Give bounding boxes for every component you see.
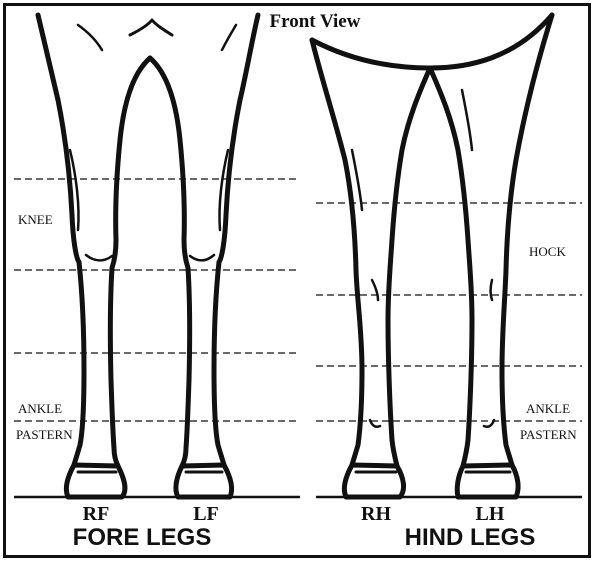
rf-knee-detail [86,255,112,260]
pastern-label-hind: PASTERN [520,427,577,442]
lh-label: LH [476,503,505,525]
lf-leg-outline-outer [214,15,258,465]
ankle-label-fore: ANKLE [18,401,62,416]
pastern-label-fore: PASTERN [16,427,73,442]
rh-hock-detail [372,280,378,300]
lh-leg-outline-inner [430,68,472,466]
knee-label: KNEE [18,212,53,227]
lf-hoof [176,465,232,497]
rh-hoof [344,465,403,497]
rf-leg-outline-inner [110,58,150,466]
lf-shoulder-detail [222,25,236,50]
fore-legs-drawing [38,15,258,497]
hind-legs-label: HIND LEGS [405,524,536,551]
rf-shoulder-detail [78,25,102,50]
lh-muscle-detail [462,90,472,150]
group-labels: FORE LEGS HIND LEGS [73,524,536,551]
lf-knee-detail [190,255,214,260]
hind-legs-drawing [312,15,552,497]
lh-hock-detail [491,280,493,300]
hock-label: HOCK [529,244,566,259]
lh-hoof [457,465,518,497]
fore-legs-label: FORE LEGS [73,524,212,551]
guide-lines [14,179,582,421]
lh-leg-outline-outer [502,15,552,465]
lf-leg-outline-inner [150,58,190,466]
chest-detail [130,20,172,35]
rh-leg-outline-inner [388,68,430,466]
leg-labels: RF LF RH LH [83,503,505,525]
rf-label: RF [83,503,110,525]
lf-label: LF [193,503,219,525]
rh-label: RH [361,503,391,525]
region-labels: KNEE HOCK ANKLE PASTERN ANKLE PASTERN [16,212,577,442]
ankle-label-hind: ANKLE [526,401,570,416]
rh-leg-outline-outer [312,40,362,465]
rf-hoof [66,465,125,497]
rf-leg-outline-outer [38,15,84,465]
diagram-title: Front View [270,11,361,32]
